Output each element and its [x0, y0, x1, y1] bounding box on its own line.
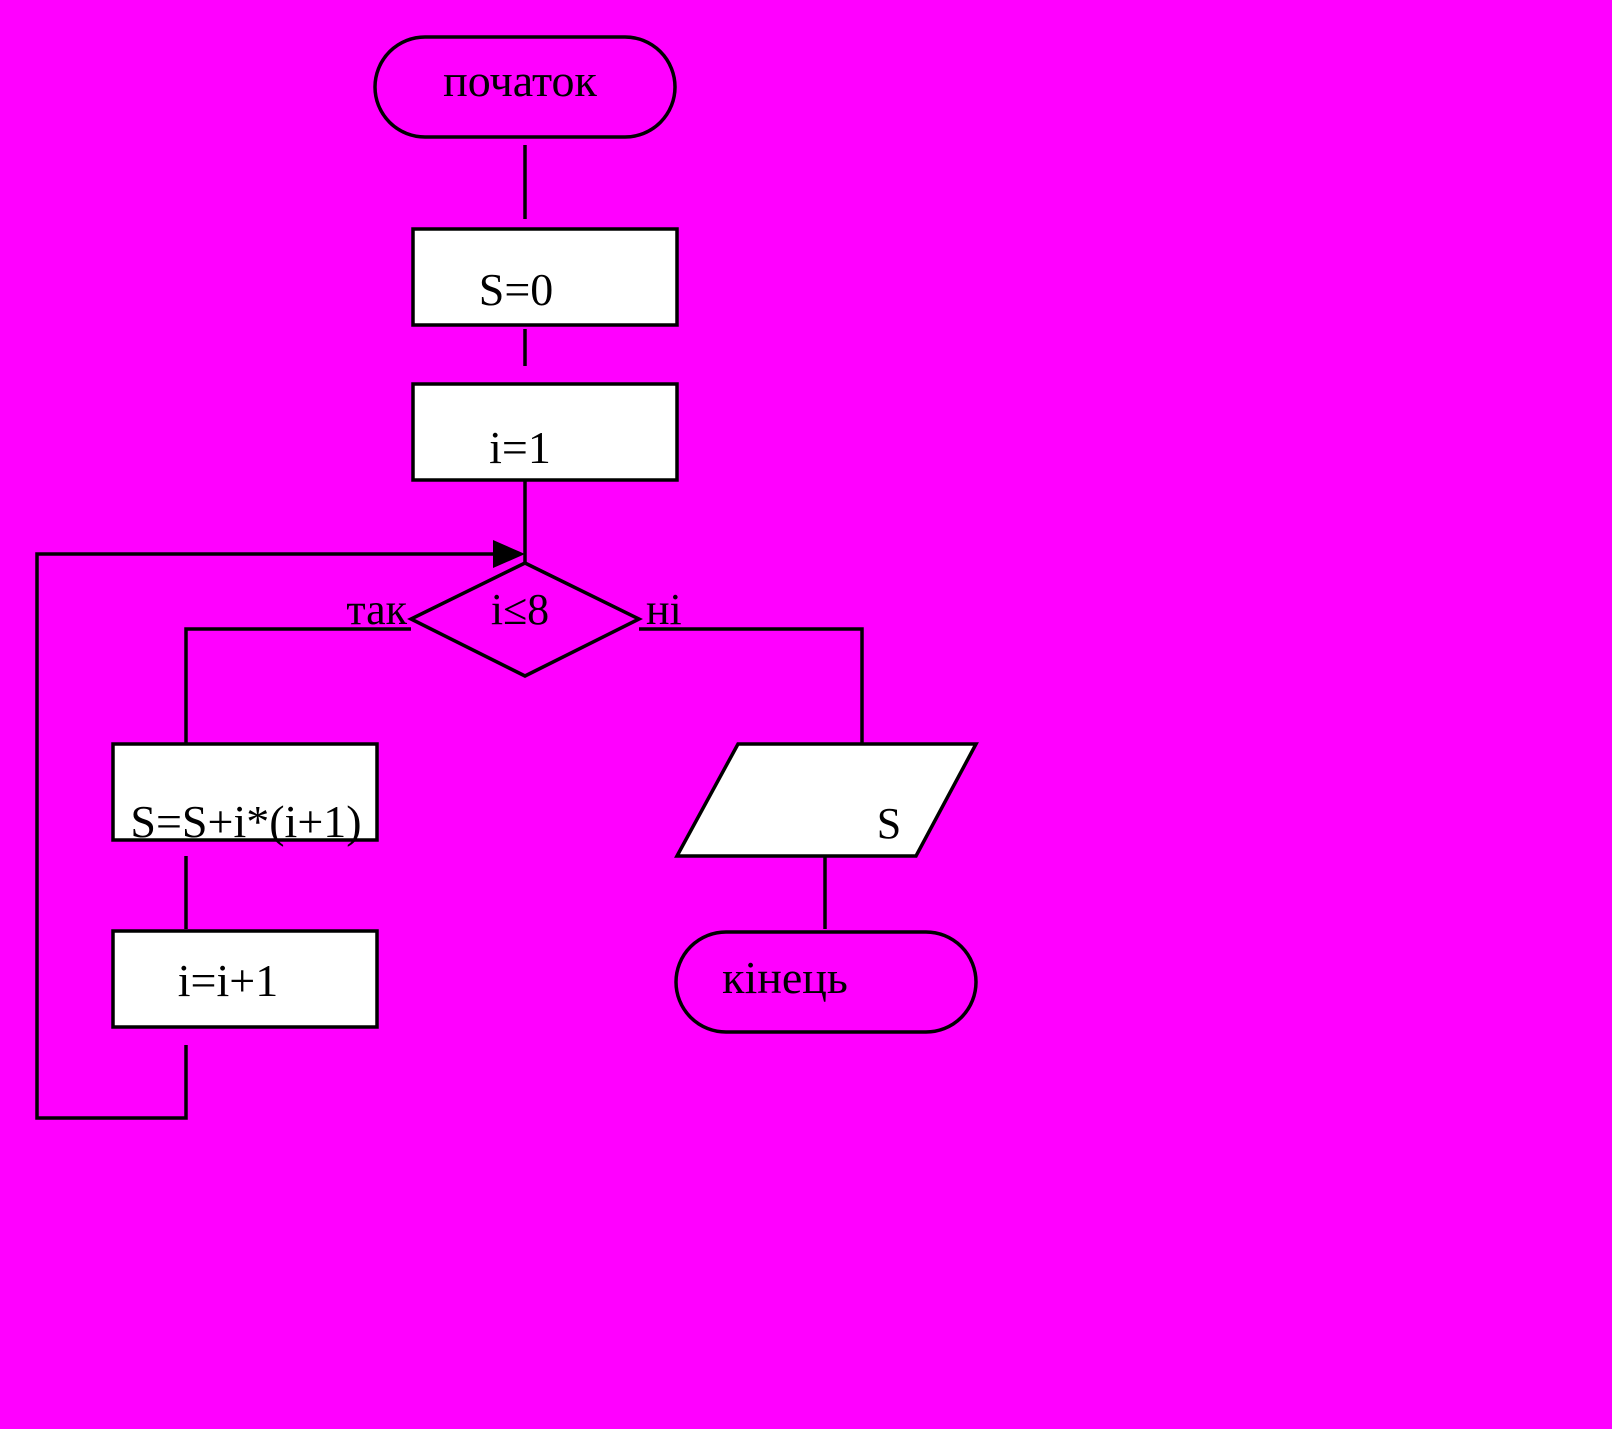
end-label: кінець — [722, 952, 848, 1003]
yes-branch-label: так — [346, 585, 407, 634]
body-label: S=S+i*(i+1) — [130, 796, 361, 847]
decision-diamond — [407, 561, 643, 678]
process-body — [111, 742, 379, 842]
increment-label: i=i+1 — [178, 955, 278, 1006]
output-label: S — [877, 799, 901, 848]
output-parallelogram — [674, 742, 979, 858]
process-init-i — [411, 382, 679, 482]
init-i-label: i=1 — [489, 422, 551, 473]
start-label: початок — [443, 55, 597, 106]
init-s-label: S=0 — [479, 264, 554, 315]
no-branch-label: ні — [646, 585, 682, 634]
connector-no-branch — [639, 627, 864, 744]
end-terminal — [674, 930, 978, 1034]
process-increment — [111, 929, 379, 1029]
start-terminal — [373, 35, 677, 139]
condition-label: i≤8 — [491, 585, 549, 634]
process-init-s — [411, 227, 679, 327]
loop-arrowhead — [493, 540, 525, 568]
connector-loop-back — [35, 552, 507, 1120]
connector-yes-branch — [184, 627, 411, 744]
